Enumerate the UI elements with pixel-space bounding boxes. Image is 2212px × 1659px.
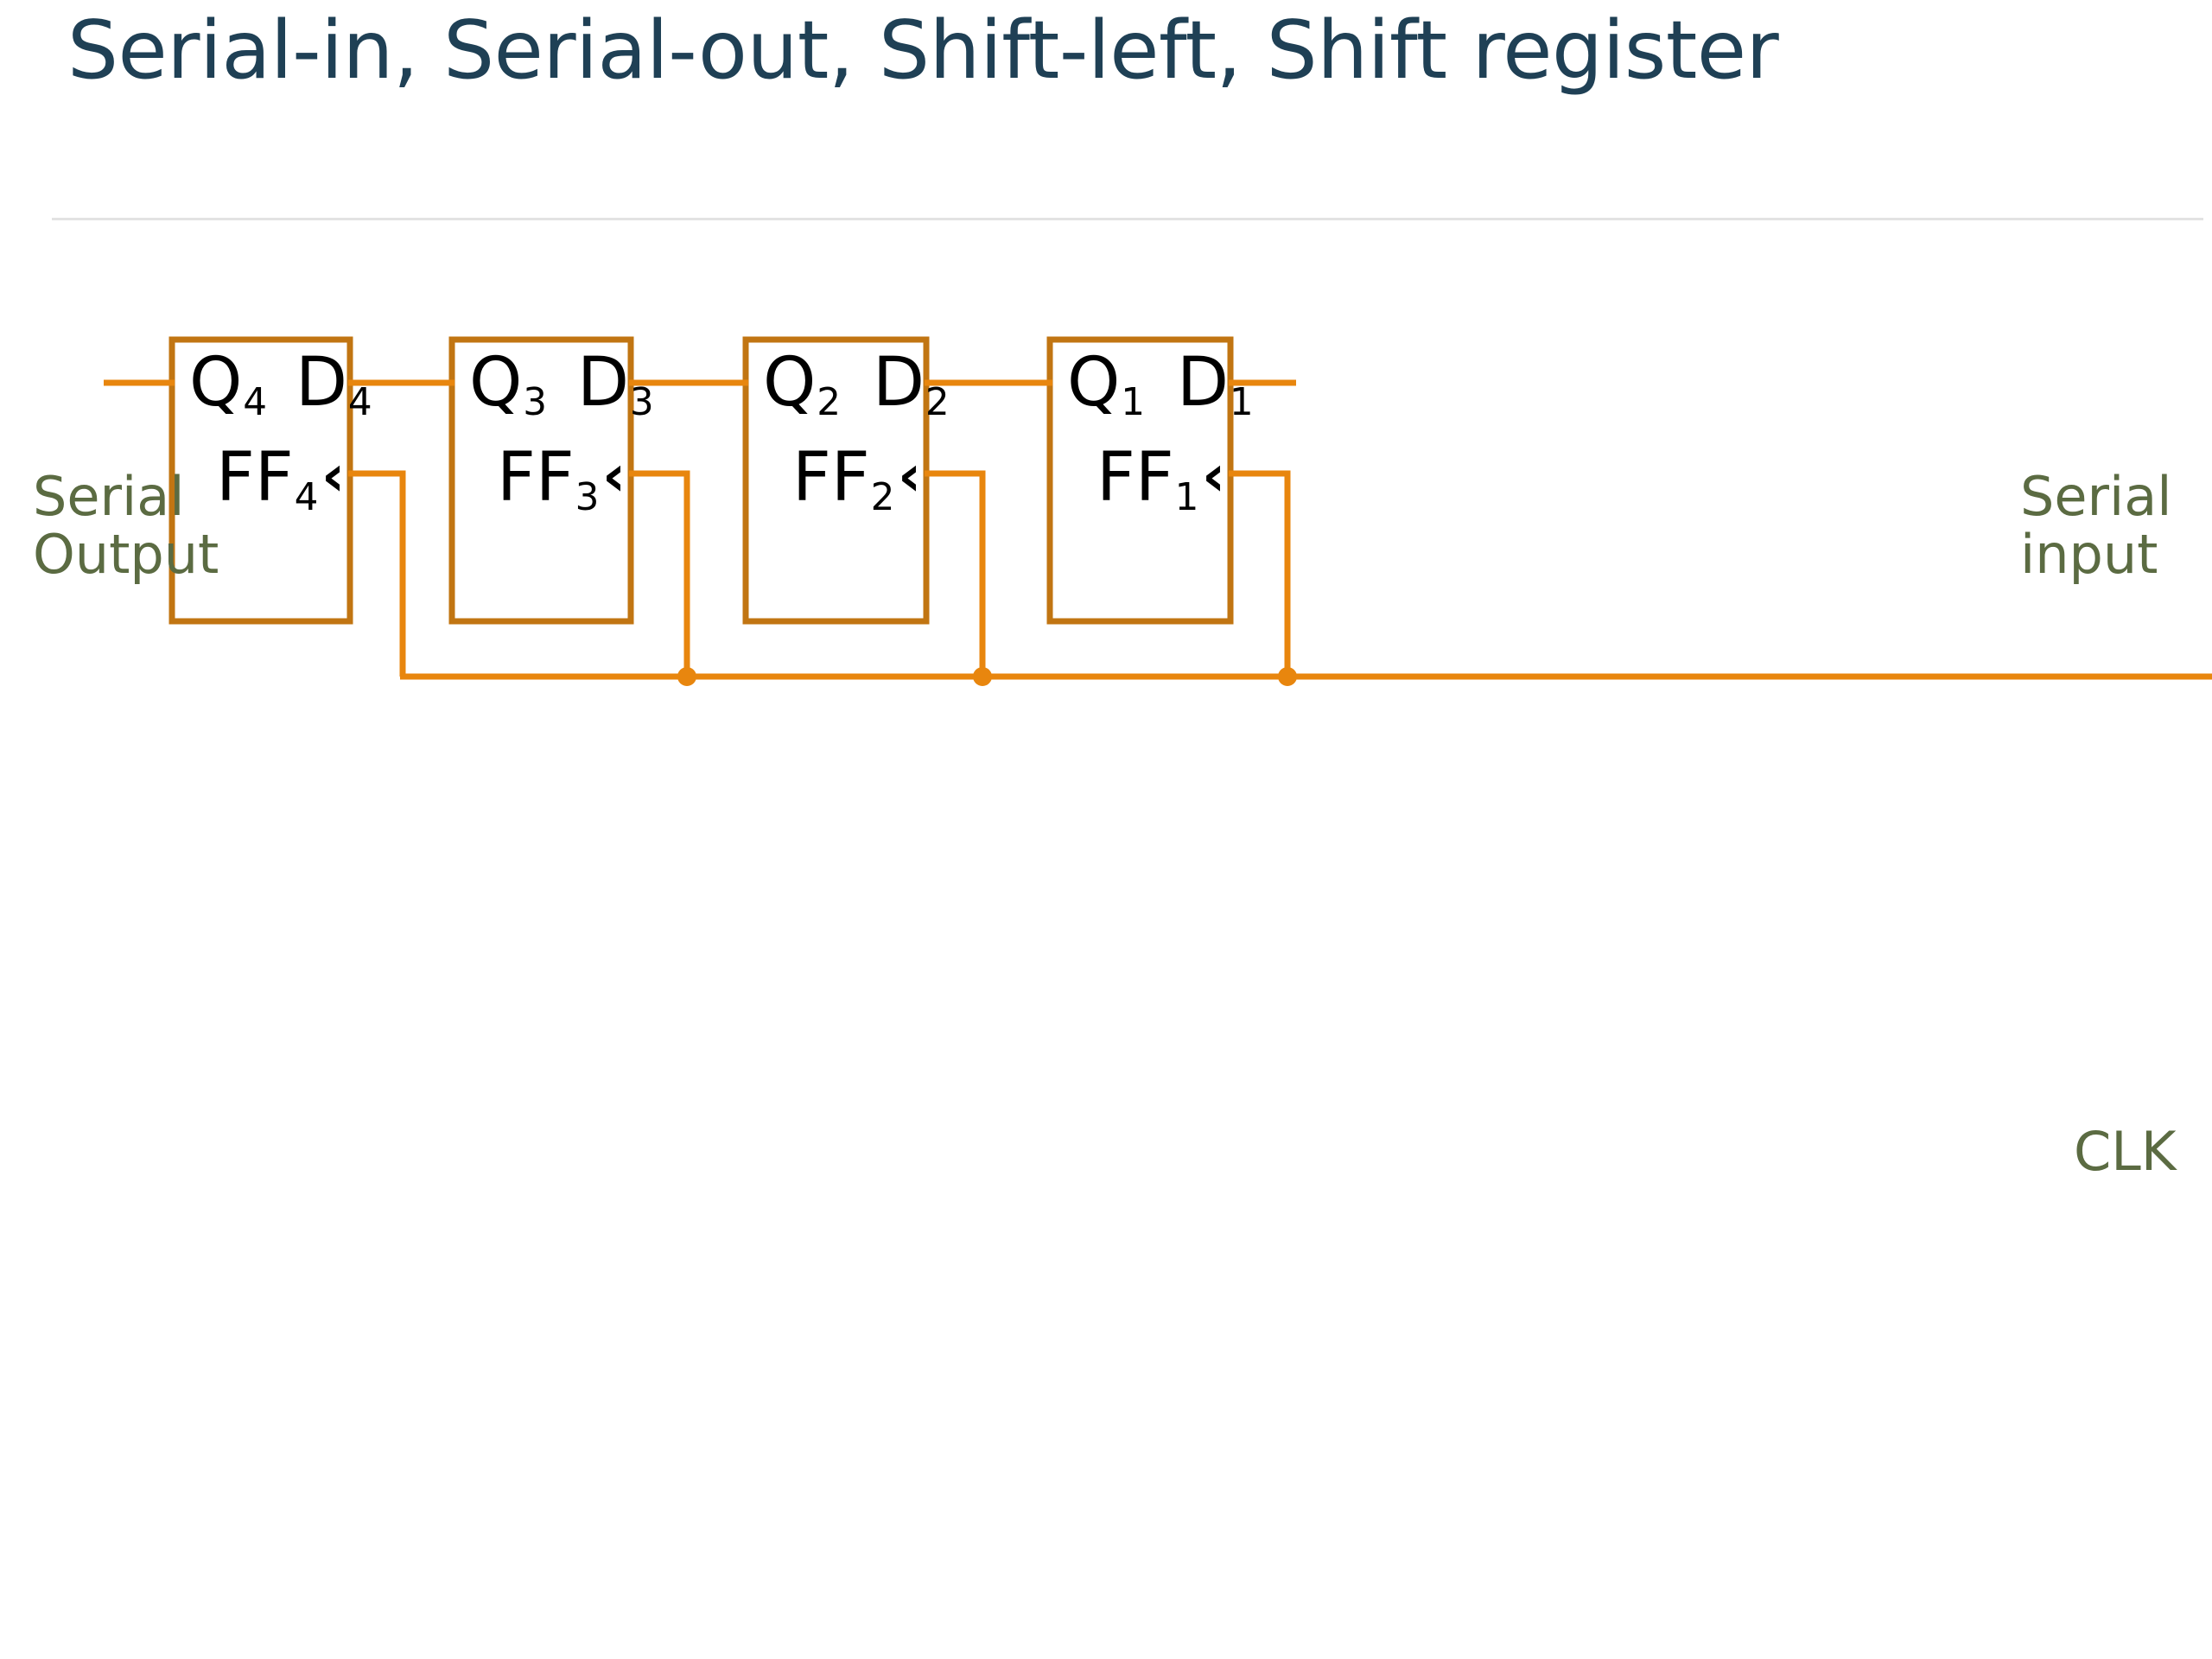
ff3-d-letter: D: [577, 344, 630, 422]
serial-input-label: Serial input: [2020, 465, 2172, 586]
ff2-name-index: 2: [870, 475, 895, 520]
ff3-d-index: 3: [629, 380, 654, 425]
ff1-box[interactable]: [1046, 336, 1234, 625]
wire-clk-ff2: [925, 470, 986, 677]
ff4-clock-input-icon: ‹: [321, 442, 346, 509]
ff2-d-letter: D: [873, 344, 925, 422]
ff4-name-label: FF4: [216, 444, 318, 517]
ff1-d-index: 1: [1229, 380, 1254, 425]
ff3-clock-input-icon: ‹: [602, 442, 626, 509]
ff1-d-port-label: D1: [1177, 349, 1254, 422]
ff4-box[interactable]: [168, 336, 353, 625]
ff2-name-label: FF2: [792, 444, 894, 517]
wire-clk-ff1: [1229, 470, 1291, 677]
title-divider: [52, 218, 2203, 220]
ff4-d-port-label: D4: [296, 349, 372, 422]
ff3-box[interactable]: [448, 336, 634, 625]
ff4-q-port-label: Q4: [189, 349, 267, 422]
ff3-d-port-label: D3: [577, 349, 654, 422]
ff3-name-label: FF3: [497, 444, 599, 517]
clock-label: CLK: [2074, 1120, 2177, 1183]
ff4-q-letter: Q: [189, 344, 243, 422]
ff2-d-index: 2: [925, 380, 950, 425]
ff3-name: FF: [497, 439, 575, 517]
junction-dot-ff2: [973, 667, 992, 686]
ff4-q-index: 4: [243, 380, 268, 425]
ff2-box[interactable]: [742, 336, 930, 625]
ff3-q-letter: Q: [469, 344, 523, 422]
title-block: Serial-in, Serial-out, Shift-left, Shift…: [67, 3, 2158, 97]
wire-clk-ff4: [348, 470, 406, 677]
ff4-name-index: 4: [294, 475, 319, 520]
ff2-name: FF: [792, 439, 870, 517]
ff1-name-index: 1: [1174, 475, 1199, 520]
ff1-d-letter: D: [1177, 344, 1230, 422]
junction-dot-ff3: [677, 667, 696, 686]
ff3-name-index: 3: [575, 475, 600, 520]
ff1-name: FF: [1096, 439, 1174, 517]
ff2-d-port-label: D2: [873, 349, 950, 422]
ff1-q-index: 1: [1121, 380, 1146, 425]
junction-dots: [677, 667, 1297, 686]
ff3-q-port-label: Q3: [469, 349, 547, 422]
ff1-clock-input-icon: ‹: [1202, 442, 1226, 509]
ff1-name-label: FF1: [1096, 444, 1198, 517]
ff2-q-index: 2: [817, 380, 842, 425]
ff3-q-index: 3: [523, 380, 548, 425]
serial-output-label: Serial Output: [33, 465, 219, 586]
ff4-d-letter: D: [296, 344, 348, 422]
ff1-q-port-label: Q1: [1067, 349, 1145, 422]
page-title: Serial-in, Serial-out, Shift-left, Shift…: [67, 3, 1779, 97]
ff4-d-index: 4: [347, 380, 372, 425]
ff2-q-port-label: Q2: [763, 349, 841, 422]
wire-clk-ff3: [629, 470, 690, 677]
ff2-q-letter: Q: [763, 344, 817, 422]
ff4-name: FF: [216, 439, 294, 517]
ff2-clock-input-icon: ‹: [898, 442, 922, 509]
ff1-q-letter: Q: [1067, 344, 1121, 422]
junction-dot-ff1: [1278, 667, 1297, 686]
